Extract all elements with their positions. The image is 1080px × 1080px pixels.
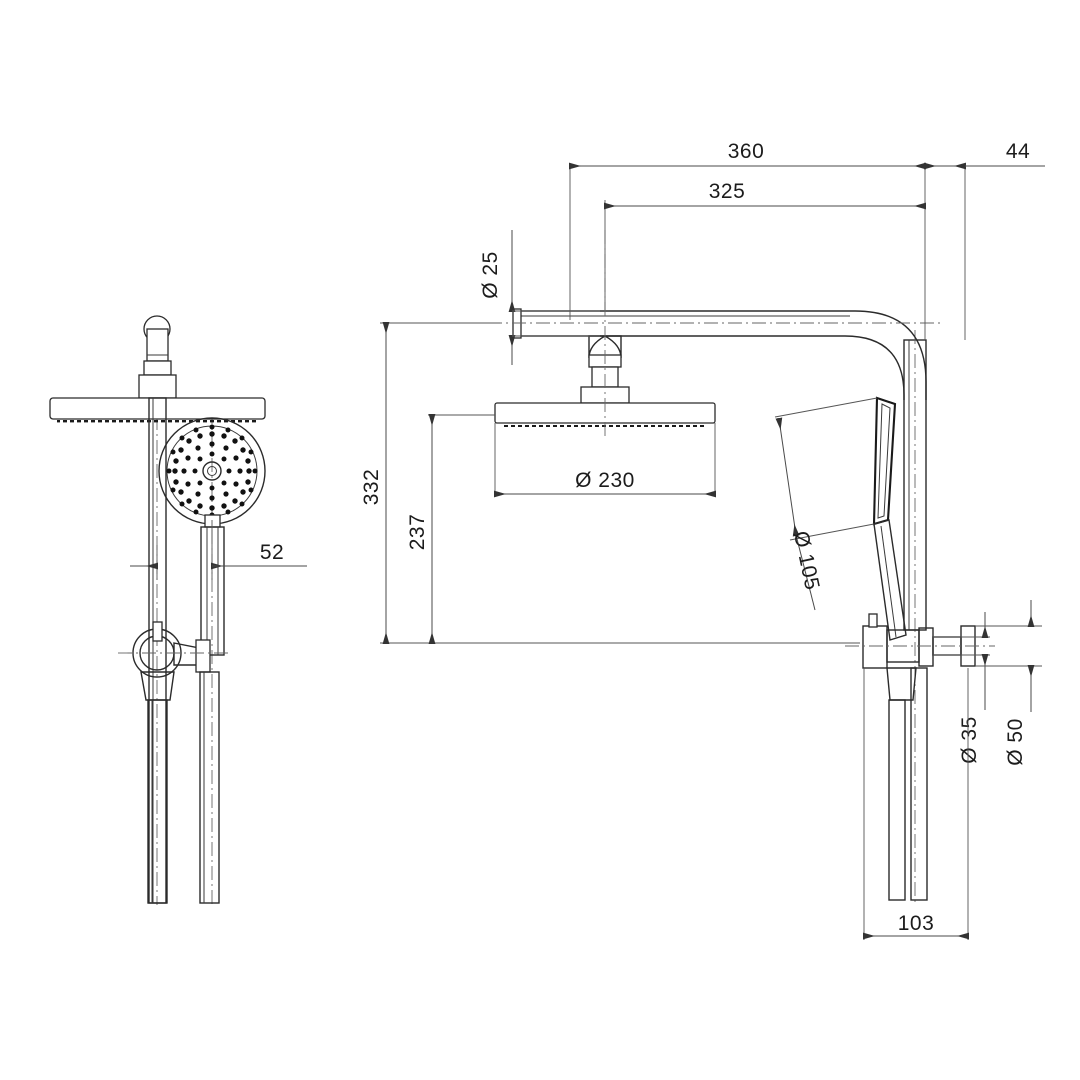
dimension-d50-label: Ø 50 — [1004, 718, 1027, 766]
dimension-52-label: 52 — [260, 541, 284, 564]
shower-arm — [440, 308, 940, 400]
hand-shower-handle-front — [200, 514, 225, 656]
rail-bracket-front — [118, 621, 232, 701]
dimension-103-label: 103 — [898, 912, 935, 935]
side-view — [440, 230, 995, 905]
dimension-44: 44 — [924, 140, 1045, 340]
dimension-360: 360 — [569, 140, 926, 340]
dimension-237: 237 — [406, 414, 495, 644]
dimension-52: 52 — [130, 520, 307, 580]
dimension-103: 103 — [863, 668, 969, 940]
overhead-shower-head-side — [494, 230, 716, 440]
dimension-d105-label: Ø 105 — [789, 529, 824, 592]
dimension-d25: Ø 25 — [479, 230, 600, 365]
dimension-d230: Ø 230 — [494, 423, 716, 498]
dimension-325-label: 325 — [709, 180, 746, 203]
dimension-d25-label: Ø 25 — [479, 251, 502, 299]
dimension-360-label: 360 — [728, 140, 765, 163]
swivel-ball-joint — [138, 315, 177, 399]
hand-shower-face — [158, 417, 266, 525]
spray-hole-pattern — [166, 424, 258, 518]
overhead-shower-head-plate-front — [49, 397, 266, 423]
dimension-325: 325 — [604, 180, 926, 310]
dimension-332: 332 — [360, 322, 860, 644]
dimension-237-label: 237 — [406, 514, 429, 551]
wall-riser — [903, 330, 927, 905]
dimension-d35: Ø 35 — [933, 612, 990, 764]
front-view: 52 — [49, 315, 307, 905]
dimension-44-label: 44 — [1006, 140, 1030, 163]
dimension-332-label: 332 — [360, 469, 383, 506]
head-spray-texture — [57, 419, 258, 423]
dimension-d35-label: Ø 35 — [958, 716, 981, 764]
shower-hose-side — [888, 667, 928, 901]
dimension-d230-label: Ø 230 — [575, 469, 635, 492]
diverter-bracket-side — [845, 613, 995, 701]
dimension-d105: Ø 105 — [774, 397, 878, 611]
dimension-d50: Ø 50 — [975, 600, 1042, 766]
hand-shower-body-side — [872, 396, 907, 641]
shower-hose-front — [147, 671, 220, 904]
